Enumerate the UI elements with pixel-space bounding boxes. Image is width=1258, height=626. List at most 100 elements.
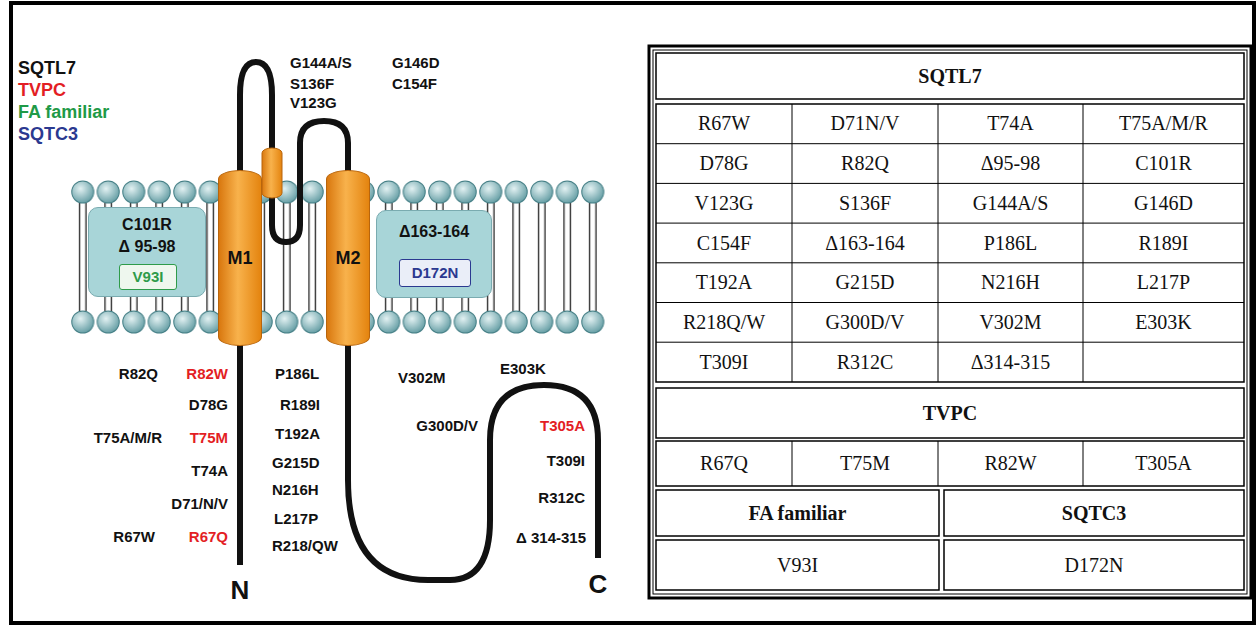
table-cell: Δ314-315	[971, 351, 1051, 374]
table-cell: R82W	[984, 452, 1036, 475]
table-section	[656, 53, 1244, 99]
table-frame	[649, 46, 1251, 598]
table-cell: Δ95-98	[981, 152, 1041, 175]
table-header: TVPC	[923, 402, 977, 425]
mutation-label: R218/QW	[272, 537, 338, 554]
mutation-label: V123G	[290, 94, 337, 111]
mutation-label: R82W	[186, 365, 228, 382]
legend-text: SQTL7	[18, 58, 76, 78]
table-cell: R189I	[1139, 232, 1189, 255]
mutation-label: R189I	[280, 396, 320, 413]
table-cell: R67W	[698, 112, 750, 135]
mutation-label: V302M	[398, 369, 446, 386]
legend-text: TVPC	[18, 80, 66, 100]
table-cell: T309I	[700, 351, 749, 374]
legend-entry: SQTC3	[18, 124, 78, 144]
table-header: SQTC3	[1062, 502, 1126, 525]
table-cell: C101R	[1135, 152, 1192, 175]
table-cell: C154F	[697, 232, 751, 255]
mutation-label: R67Q	[189, 528, 228, 545]
legend-text: FA familiar	[18, 102, 109, 122]
table-cell: G146D	[1134, 192, 1193, 215]
table-cell: L217P	[1137, 271, 1190, 294]
protein-chain	[240, 62, 598, 580]
mutation-label: Δ 314-315	[516, 529, 586, 546]
table-cell: N216H	[981, 271, 1040, 294]
c-terminus	[348, 335, 598, 580]
table-cell: D71N/V	[831, 112, 900, 135]
mutation-label: D78G	[189, 396, 228, 413]
table-grid	[656, 104, 1244, 486]
domain-box: C101RΔ 95-98V93I	[88, 207, 206, 297]
mutation-label: T75A/M/R	[94, 429, 162, 446]
table-cell: R218Q/W	[683, 311, 765, 334]
mutation-label: C154F	[392, 75, 437, 92]
table-header: FA familiar	[749, 502, 847, 525]
table-cell: T75M	[840, 452, 890, 475]
mutation-label: T309I	[547, 452, 585, 469]
mutation-label: T74A	[191, 462, 228, 479]
legend-entry: TVPC	[18, 80, 66, 100]
table-cell: P186L	[984, 232, 1037, 255]
n-terminus	[237, 335, 243, 565]
mutation-label: D71/N/V	[171, 495, 228, 512]
table-cell: T192A	[696, 271, 753, 294]
mutation-label: R312C	[538, 489, 585, 506]
mutation-label: L217P	[274, 510, 318, 527]
node-text: D172N	[412, 264, 459, 282]
mutation-label: G146D	[392, 54, 440, 71]
table-section	[944, 490, 1244, 536]
legend-text: SQTC3	[18, 124, 78, 144]
node-text: Δ163-164	[399, 221, 469, 243]
table-cell: S136F	[839, 192, 891, 215]
helix: M1	[218, 170, 262, 346]
node-text: M1	[227, 248, 252, 269]
table-cell: G144A/S	[973, 192, 1049, 215]
mutation-label: R67W	[113, 528, 155, 545]
variant-box: D172N	[399, 259, 471, 287]
table-cell: V123G	[695, 192, 754, 215]
table-cell: T75A/M/R	[1119, 112, 1208, 135]
table-cell: D172N	[1065, 554, 1124, 577]
table-section	[656, 104, 1244, 382]
domain-box: Δ163-164D172N	[376, 210, 492, 298]
node-text: C101R	[122, 214, 172, 236]
table-section	[656, 388, 1244, 438]
node-text: Δ 95-98	[119, 236, 176, 258]
mutation-label: N216H	[272, 481, 319, 498]
table-cell: G300D/V	[826, 311, 905, 334]
table-cell: T74A	[987, 112, 1034, 135]
table-header: SQTL7	[918, 65, 981, 88]
pore-helix	[262, 148, 282, 198]
variant-box: V93I	[119, 264, 177, 290]
table-section	[656, 540, 939, 590]
table-cell: R312C	[837, 351, 894, 374]
mutation-label: T305A	[540, 417, 585, 434]
mutation-label: E303K	[500, 360, 546, 377]
table-border	[653, 50, 1247, 594]
terminus-label: C	[589, 569, 608, 600]
table-cell: T305A	[1135, 452, 1192, 475]
mutation-label: S136F	[290, 75, 334, 92]
table-cell: R82Q	[841, 152, 889, 175]
table-cell: Δ163-164	[825, 232, 905, 255]
mutation-label: T75M	[190, 429, 228, 446]
helix: M2	[326, 170, 370, 346]
table-cell: R67Q	[700, 452, 748, 475]
mutation-label: R82Q	[119, 365, 158, 382]
terminus-label: N	[231, 575, 250, 606]
mutation-label: G300D/V	[416, 417, 478, 434]
table-cell: V93I	[777, 554, 818, 577]
table-section	[944, 540, 1244, 590]
table-section	[656, 490, 939, 536]
table-border	[649, 46, 1251, 598]
legend-entry: SQTL7	[18, 58, 76, 78]
table-cell: V302M	[979, 311, 1041, 334]
mutation-label: T192A	[275, 425, 320, 442]
frame	[11, 3, 1254, 623]
table-cell: G215D	[836, 271, 895, 294]
node-text: V93I	[133, 268, 164, 286]
mutation-label: G215D	[272, 454, 320, 471]
